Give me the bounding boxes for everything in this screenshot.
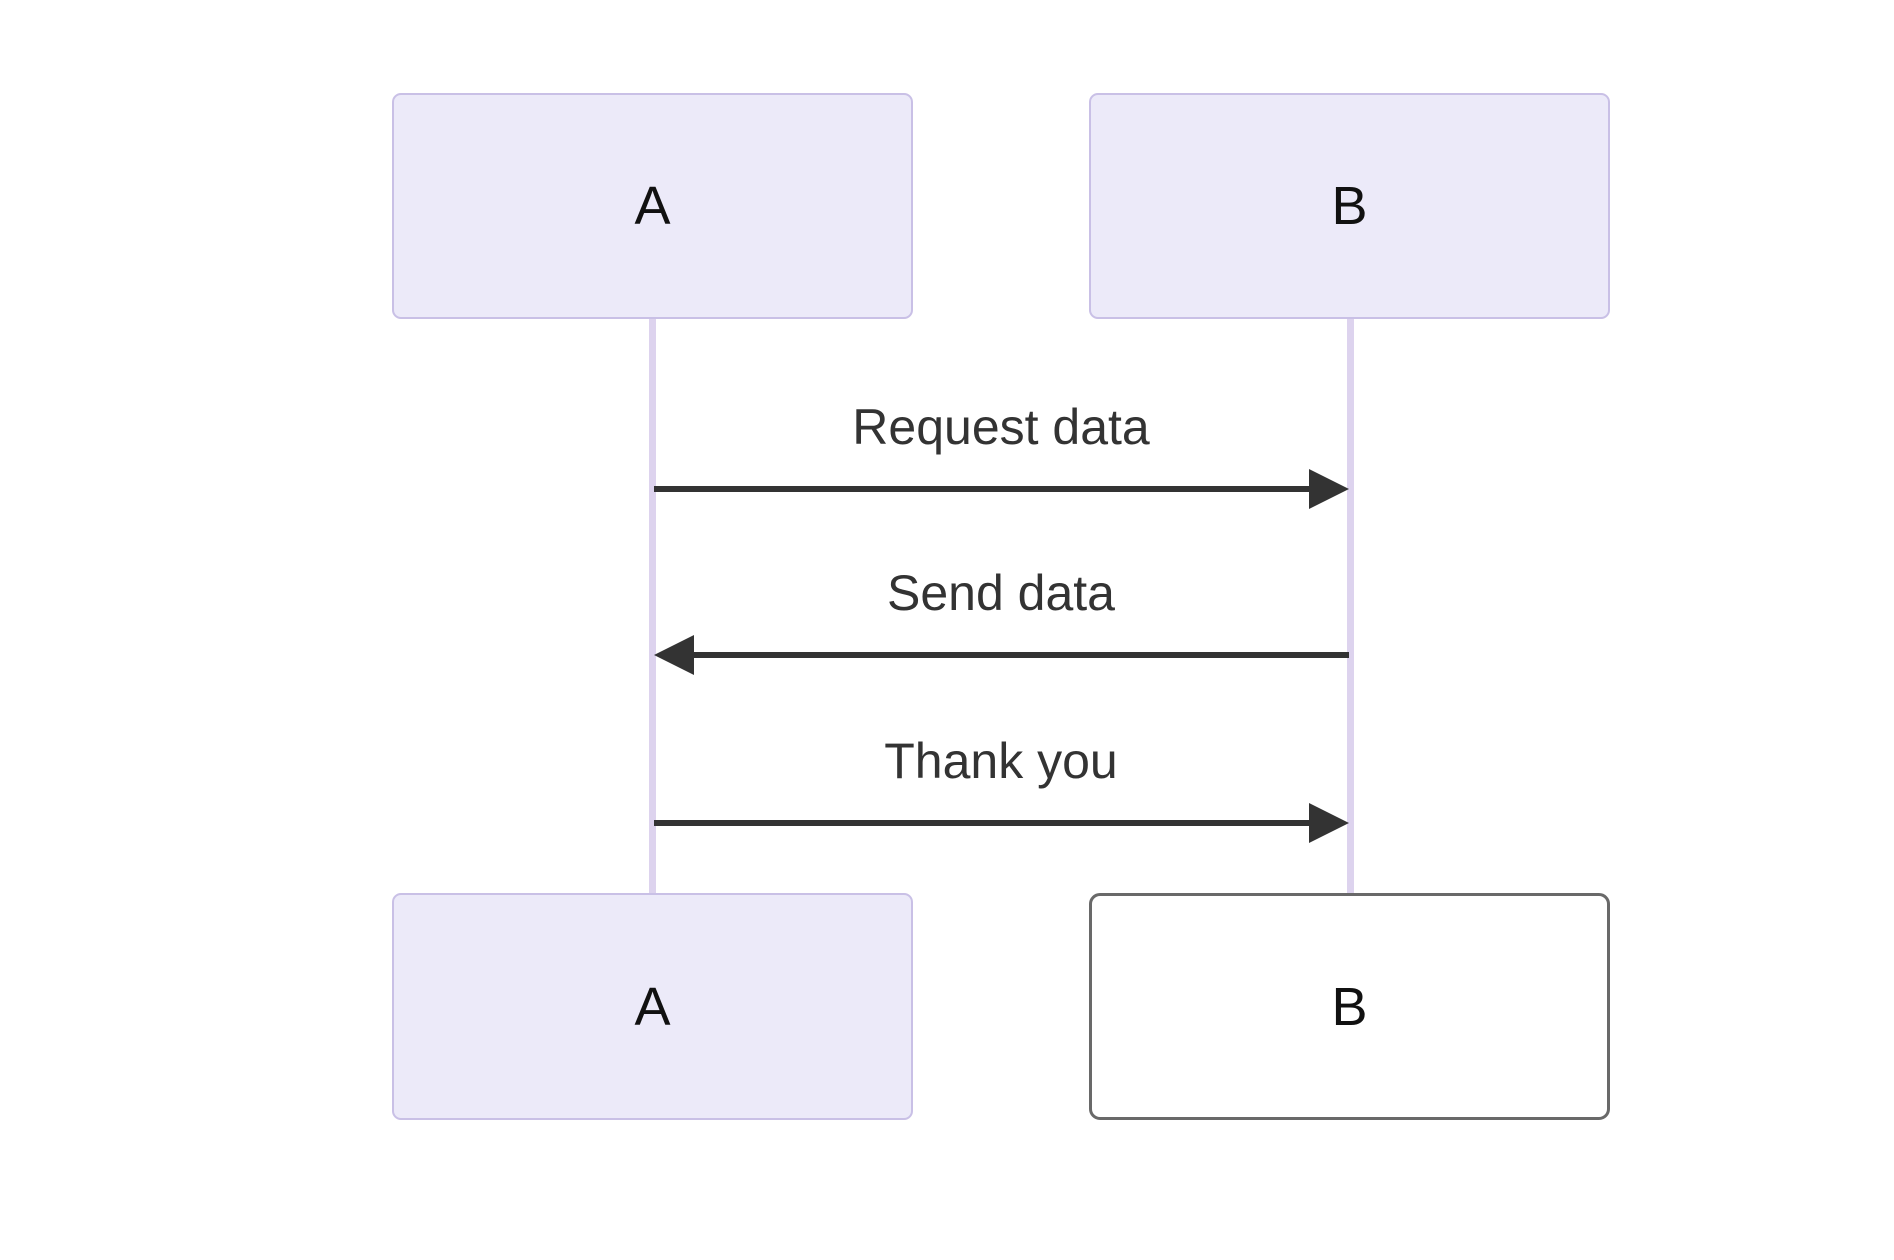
actor-box-a-bottom: A [392,893,913,1120]
message-label-thank-you: Thank you [884,733,1118,789]
actor-label-a-top: A [634,176,671,236]
arrowhead-right-icon [1309,803,1349,843]
actor-box-a-top: A [392,93,913,319]
actor-label-a-bottom: A [634,976,671,1037]
arrow-request-data [654,469,1349,509]
message-label-send-data: Send data [887,565,1115,621]
actor-label-b-bottom: B [1331,976,1368,1037]
message-label-request-data: Request data [852,399,1150,455]
arrowhead-left-icon [654,635,694,675]
arrow-thank-you [654,803,1349,843]
actor-box-b-top: B [1089,93,1610,319]
actor-label-b-top: B [1331,176,1368,236]
arrowhead-right-icon [1309,469,1349,509]
arrow-send-data [654,635,1349,675]
actor-box-b-bottom: B [1089,893,1610,1120]
